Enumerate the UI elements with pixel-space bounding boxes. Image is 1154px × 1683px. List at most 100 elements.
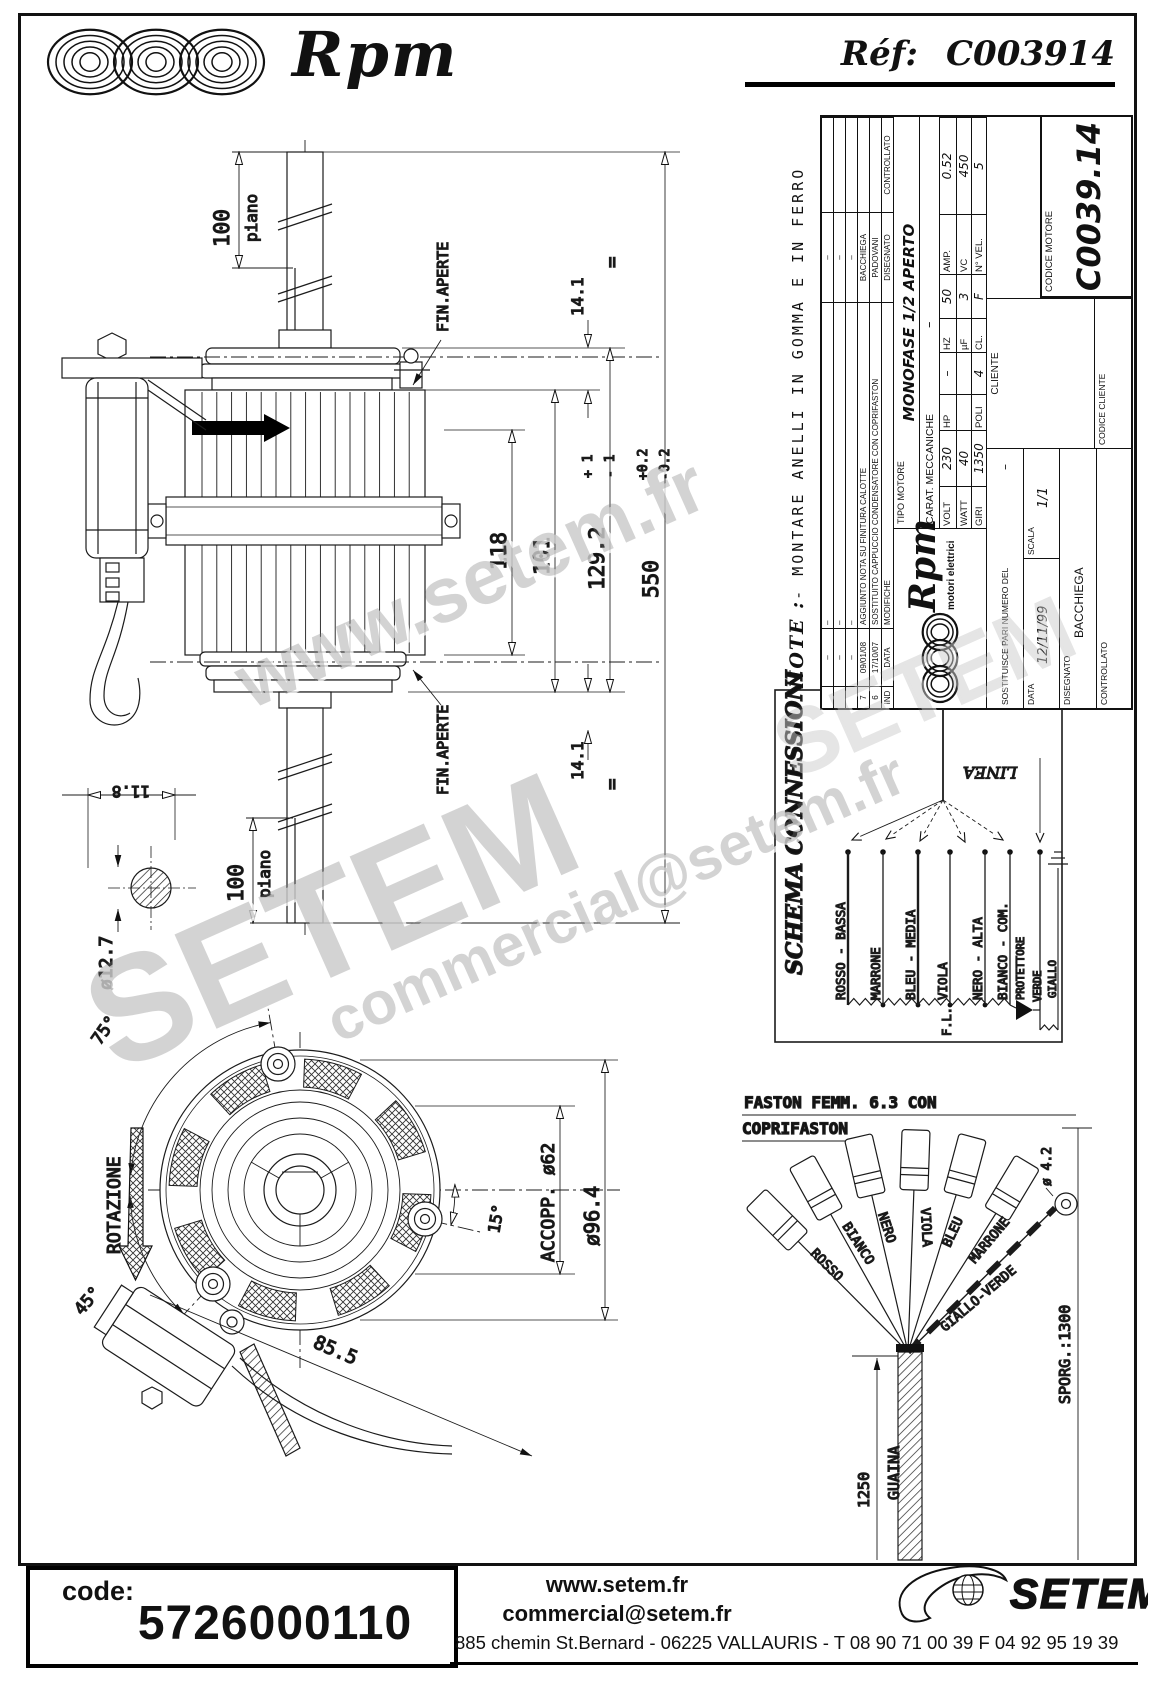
disegnato-value: BACCHIEGA [1072, 567, 1086, 638]
schema-protettore: PROTETTORE [1015, 937, 1027, 1000]
rotazione-arrow-icon [118, 1127, 153, 1282]
footer-contacts: www.setem.fr commercial@setem.fr [452, 1570, 782, 1628]
dim-cable-diameter: ø12.7 [96, 936, 117, 990]
dim-accopp-62: ACCOPP. ø62 [538, 1143, 559, 1262]
footer-email: commercial@setem.fr [502, 1601, 732, 1626]
capacitor-assembly [61, 332, 207, 726]
dim-shaft-top-plane: piano [242, 194, 261, 242]
dim-14-1-top: 14.1 [568, 277, 587, 316]
footer-site: www.setem.fr [545, 1572, 689, 1597]
dim-129-2-tol-minus: - 1 [603, 455, 618, 478]
equal-mark-bottom: = [601, 779, 623, 790]
scala-label: SCALA [1025, 527, 1036, 555]
faston-title-1: FASTON FEMM. 6.3 CON [744, 1093, 937, 1112]
faston-detail: FASTON FEMM. 6.3 CON COPRIFASTON ø 4.2 [741, 1092, 1092, 1561]
schema-wire-rosso: ROSSO - BASSA [833, 902, 848, 1000]
angle-15: 15° [484, 1203, 508, 1235]
schema-wire-nero: NERO - ALTA [970, 917, 985, 1000]
setem-swoosh-icon [898, 1565, 1008, 1623]
carat-value: – [922, 321, 937, 329]
setem-logo: SETEM [898, 1565, 1148, 1623]
dim-550-tol-minus: -0.2 [658, 449, 673, 480]
thermal-protector [93, 1284, 453, 1457]
schema-verde: VERDE [1032, 970, 1044, 1002]
dim-101: 101 [530, 537, 554, 575]
faston-wire-giallo-verde: GIALLO-VERDE [938, 1263, 1020, 1335]
schema-wire-bianco: BIANCO - COM. [995, 902, 1010, 1000]
tb-admin-rows: SOSTITUISCE PARI NUMERO DEL – DATA 12/11/9… [987, 448, 1133, 708]
schema-wire-viola: VIOLA [935, 962, 950, 1000]
connection-schema: SCHEMA CONNESSIONI LINEA [774, 669, 1068, 1043]
ref-value: C003914 [945, 34, 1115, 74]
tb-rpm-logo: Rpm motori elettrici [894, 519, 987, 708]
sheet-border [18, 13, 1137, 1566]
angle-75: 75° [88, 1012, 122, 1049]
carat-label: CARAT. MECCANICHE [924, 413, 936, 524]
tb-motor-code: CODICE MOTORE C0039.14 [987, 117, 1133, 298]
faston-title-2: COPRIFASTON [742, 1119, 848, 1138]
data-value: 12/11/99 [1035, 605, 1051, 664]
data-label: DATA [1025, 683, 1036, 705]
dim-ring-4-2: ø 4.2 [1040, 1147, 1055, 1186]
tb-client-cells: CLIENTE CODICE CLIENTE [987, 298, 1133, 448]
dim-129-2: 129.2 [585, 527, 609, 590]
dim-shaft-bottom-length: 100 [224, 864, 248, 902]
dim-550-tol-plus: +0.2 [636, 449, 651, 480]
dim-14-1-bottom: 14.1 [568, 741, 587, 780]
faston-wire-bianco: BIANCO [839, 1220, 877, 1268]
motor-spec-table: TIPO MOTORE MONOFASE 1/2 APERTO CARAT. M… [894, 117, 987, 528]
tipo-motore-value: MONOFASE 1/2 APERTO [900, 223, 918, 422]
scala-value: 1/1 [1035, 487, 1051, 508]
note-label: NOTE : [786, 599, 808, 688]
dim-96-4: ø96.4 [580, 1186, 604, 1246]
code-value: 5726000110 [137, 1597, 413, 1650]
dim-shaft-bottom-plane: piano [255, 850, 274, 898]
sostituisce-value: – [997, 464, 1012, 470]
footer-divider [450, 1662, 1138, 1665]
equal-mark-top: = [601, 257, 623, 268]
faston-connectors [746, 1129, 1039, 1251]
tb-brand: Rpm [902, 518, 944, 612]
reference-number: Réf: C003914 [745, 34, 1115, 87]
sostituisce-label: SOSTITUISCE PARI NUMERO DEL [999, 567, 1010, 705]
dim-85-5: 85.5 [310, 1331, 361, 1369]
ref-label: Réf: [840, 34, 918, 74]
faston-wire-viola: VIOLA [917, 1207, 934, 1247]
label-guaina: GUAINA [885, 1446, 903, 1500]
label-fin-aperte-bottom: FIN.APERTE [434, 705, 452, 795]
ground-symbol-icon [1048, 851, 1068, 865]
setem-wordmark: SETEM [1010, 1570, 1148, 1617]
schema-wire-bleu: BLEU - MEDIA [903, 909, 918, 1000]
codice-motore-label: CODICE MOTORE [1044, 210, 1055, 292]
motor-front-view: 75° 45° 15° ROTAZIONE ACCOPP. ø62 ø96.4 [70, 1007, 620, 1457]
label-fin-aperte-top: FIN.APERTE [434, 242, 452, 332]
rotation-direction-arrow [192, 414, 290, 442]
rpm-brand: Rpm [292, 18, 459, 91]
controllato-label: CONTROLLATO [1098, 642, 1109, 705]
footer-address: 885 chemin St.Bernard - 06225 VALLAURIS … [455, 1632, 1119, 1653]
schema-fl: F.L. [940, 1007, 954, 1036]
dim-11-8: 11.8 [112, 782, 151, 801]
dim-550: 550 [639, 560, 663, 598]
cliente-label: CLIENTE [990, 352, 1001, 395]
disegnato-label: DISEGNATO [1062, 655, 1072, 705]
codice-motore-value: C0039.14 [1070, 121, 1108, 292]
dim-1250: 1250 [855, 1472, 873, 1508]
dim-118: 118 [487, 532, 511, 570]
faston-wire-nero: NERO [874, 1211, 898, 1246]
schema-giallo: GIALLO [1047, 960, 1059, 998]
label-linea: LINEA [963, 763, 1018, 782]
tb-brand-sub: motori elettrici [946, 540, 957, 610]
code-label: code: [62, 1576, 135, 1606]
code-box: code: 5726000110 [26, 1566, 458, 1668]
faston-wire-rosso: ROSSO [807, 1246, 845, 1284]
motor-side-view: 100 piano [61, 140, 680, 991]
note-block: NOTE :- MONTARE ANELLI IN GOMMA E IN FER… [786, 148, 814, 688]
schema-title: SCHEMA CONNESSIONI [782, 669, 808, 975]
dim-sporgenza-1300: SPORG.:1300 [1056, 1305, 1074, 1404]
note-text: - MONTARE ANELLI IN GOMMA E IN FERRO [789, 166, 807, 600]
